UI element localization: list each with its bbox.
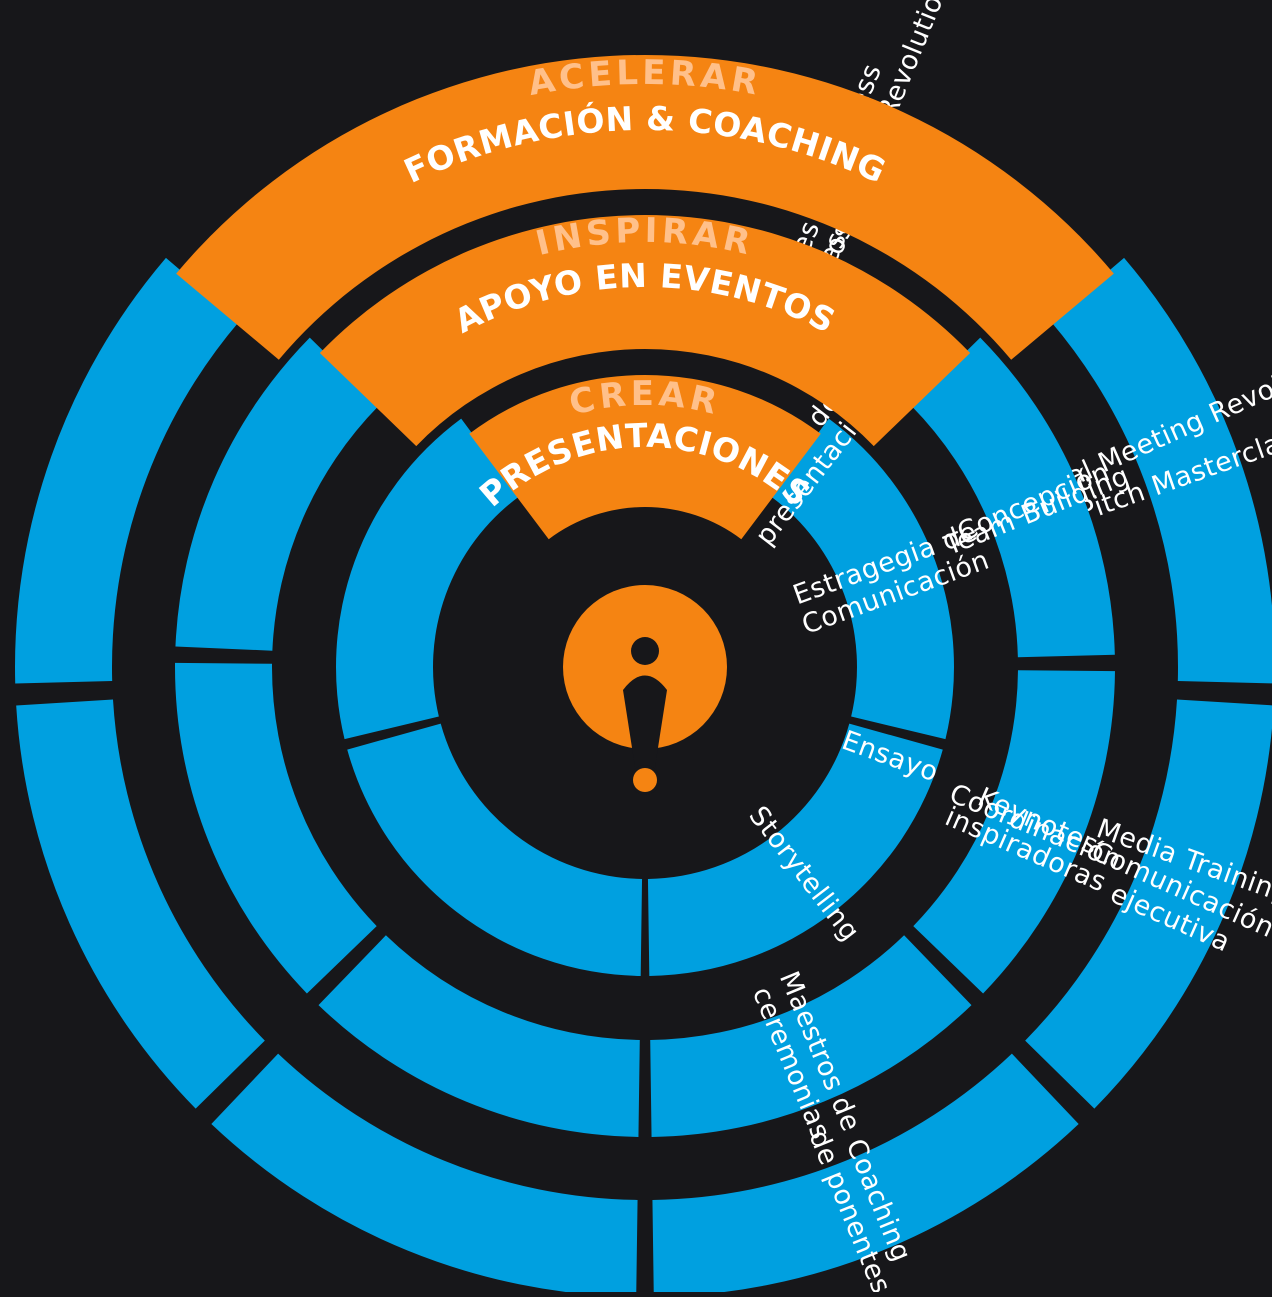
band-3-shape bbox=[469, 375, 821, 540]
outer-segment-6-shape bbox=[15, 257, 240, 684]
outer-segment-2-shape bbox=[1025, 699, 1272, 1109]
band-1-shape bbox=[176, 54, 1114, 360]
inner-segment-2[interactable]: Storytelling bbox=[647, 723, 943, 976]
center-circle bbox=[563, 585, 727, 749]
outer-segment-3[interactable]: Coachingde ponentes bbox=[652, 1053, 1079, 1297]
inner-segment-2-shape bbox=[647, 723, 943, 976]
middle-segment-6-shape bbox=[175, 337, 379, 651]
info-icon bbox=[623, 637, 667, 795]
inner-segment-1-shape bbox=[771, 418, 954, 740]
middle-segment-4-shape bbox=[318, 935, 640, 1137]
inner-ring: Estragegia deComunicaciónStorytellingDis… bbox=[336, 387, 993, 976]
band-2-shape bbox=[319, 214, 971, 447]
center-logo bbox=[563, 585, 727, 795]
inner-segment-4-shape bbox=[336, 418, 519, 740]
middle-segment-5-shape bbox=[175, 662, 377, 994]
middle-segment-1-shape bbox=[911, 337, 1115, 658]
middle-segment-2-shape bbox=[913, 670, 1115, 994]
outer-segment-1-shape bbox=[1050, 257, 1272, 684]
outer-segment-2[interactable]: Comunicaciónejecutiva bbox=[1025, 699, 1272, 1109]
outer-segment-3-shape bbox=[652, 1053, 1079, 1297]
outer-segment-4-shape bbox=[211, 1053, 638, 1297]
middle-segment-2[interactable]: Coordinación bbox=[913, 670, 1126, 994]
outer-segment-5-shape bbox=[16, 699, 265, 1109]
middle-segment-3-shape bbox=[650, 935, 972, 1137]
inner-segment-3-shape bbox=[347, 723, 643, 976]
